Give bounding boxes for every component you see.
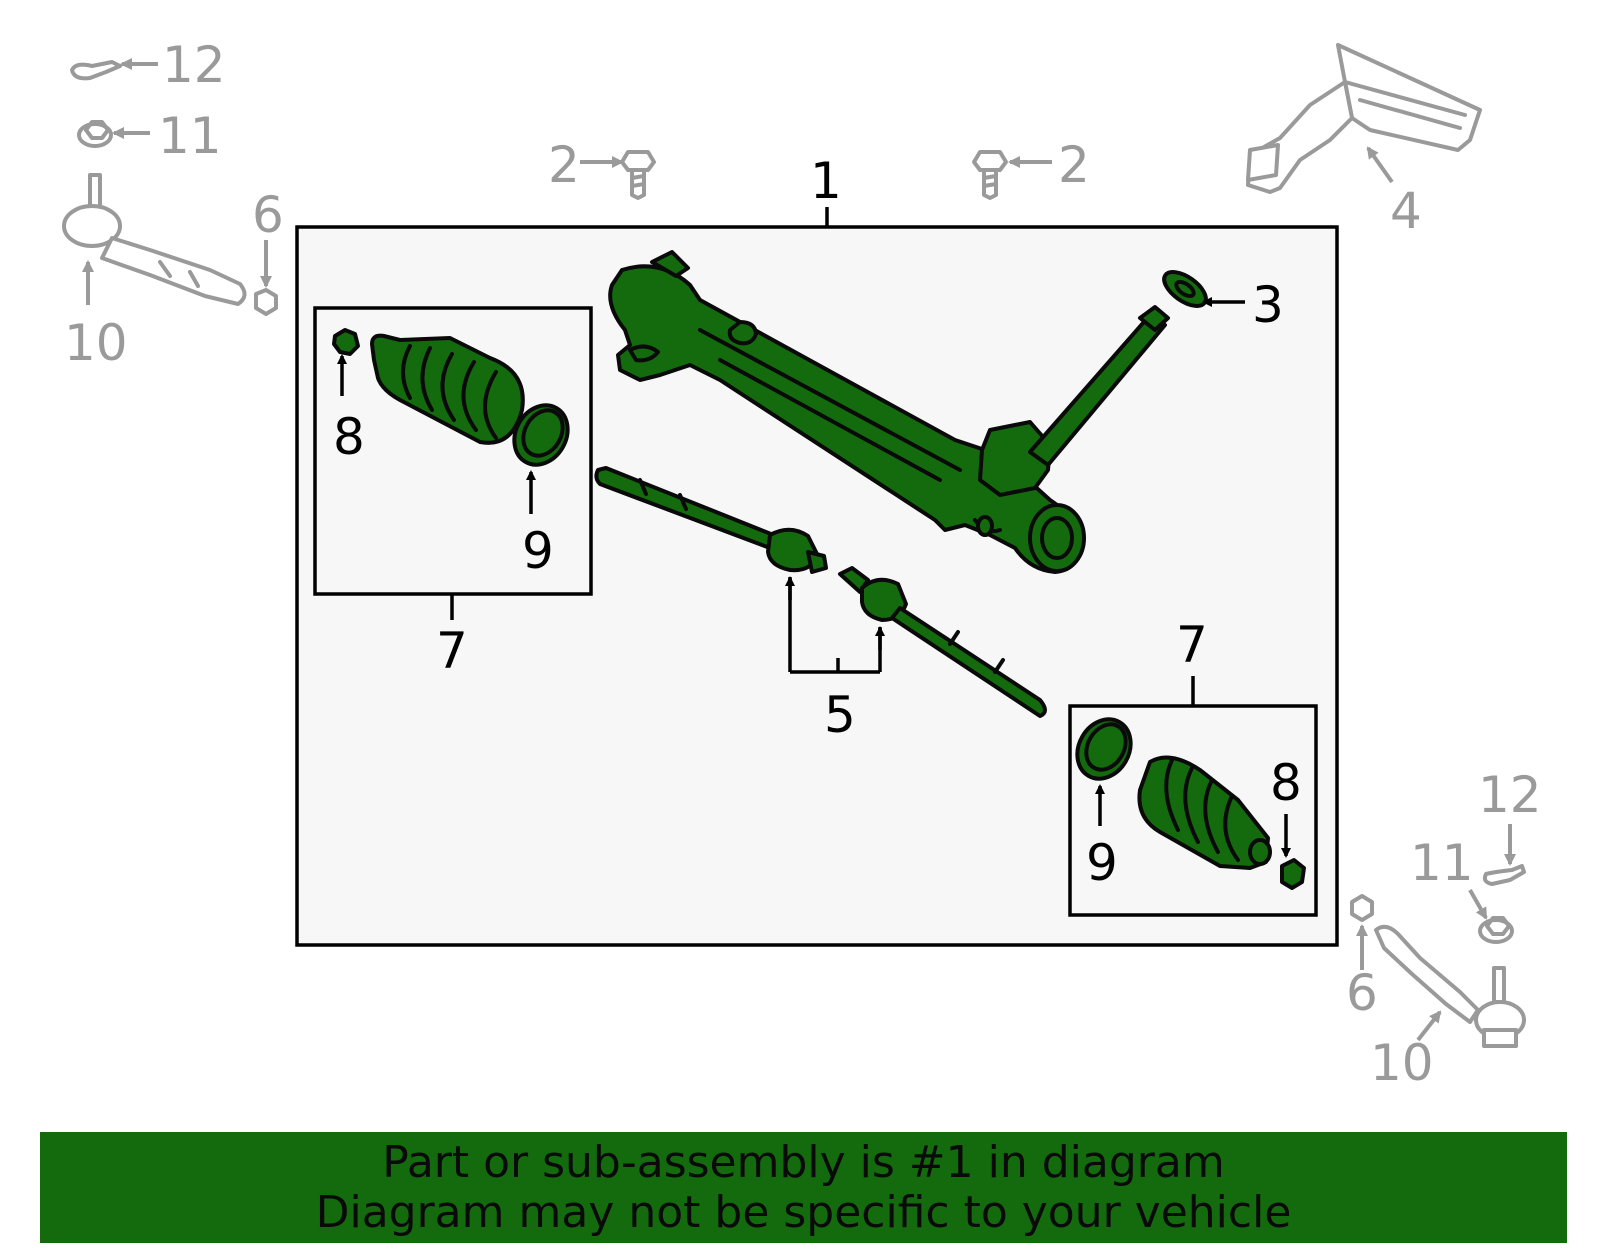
tie-rod-end-nut-right[interactable] [1280, 858, 1306, 890]
parts-diagram: 12 11 10 6 2 1 2 4 3 8 9 7 5 7 8 9 12 11… [62, 36, 1542, 1092]
hex-nut-right[interactable] [1478, 916, 1514, 944]
callout-2-right: 2 [1058, 136, 1090, 194]
retaining-clip-right[interactable] [1482, 864, 1526, 886]
hex-nut-left[interactable] [77, 120, 113, 148]
rack-boot-right[interactable] [1137, 755, 1272, 870]
callout-8-left: 8 [333, 408, 365, 466]
callout-12-left: 12 [162, 36, 226, 94]
boot-clamp-right[interactable] [1067, 710, 1141, 789]
callout-6-right: 6 [1346, 964, 1378, 1022]
rack-boot-left[interactable] [370, 333, 525, 445]
callout-3: 3 [1252, 276, 1284, 334]
jam-nut-left[interactable] [254, 288, 278, 316]
callout-7-right: 7 [1176, 616, 1208, 674]
callout-11-right: 11 [1410, 834, 1474, 892]
callout-6-left: 6 [252, 186, 284, 244]
callout-11-left: 11 [158, 107, 222, 165]
disclaimer-line-2: Diagram may not be specific to your vehi… [315, 1187, 1292, 1238]
inner-tie-rod-right[interactable] [838, 566, 1047, 718]
outer-tie-rod-end-right[interactable] [1374, 924, 1526, 1048]
mounting-bolt-left[interactable] [620, 150, 656, 200]
callout-2-left: 2 [548, 136, 580, 194]
callout-4: 4 [1390, 182, 1422, 240]
callout-8-right: 8 [1270, 754, 1302, 812]
callout-7-left: 7 [436, 622, 468, 680]
retaining-clip-left[interactable] [70, 60, 122, 81]
steering-rack-gear[interactable] [608, 250, 1170, 574]
disclaimer-banner: Part or sub-assembly is #1 in diagram Di… [40, 1132, 1567, 1243]
callout-9-left: 9 [522, 522, 554, 580]
boot-clamp-left[interactable] [504, 396, 578, 475]
callout-5: 5 [824, 686, 856, 744]
outer-tie-rod-end-left[interactable] [62, 173, 247, 306]
callout-12-right: 12 [1478, 766, 1542, 824]
callout-9-right: 9 [1086, 834, 1118, 892]
callout-10-right: 10 [1370, 1034, 1434, 1092]
tie-rod-end-nut-left[interactable] [332, 328, 360, 356]
inner-tie-rod-left[interactable] [594, 466, 828, 574]
steering-bracket[interactable] [1246, 43, 1482, 194]
callout-10-left: 10 [64, 314, 128, 372]
jam-nut-right[interactable] [1350, 894, 1374, 922]
callout-1: 1 [810, 152, 842, 210]
mounting-bolt-right[interactable] [972, 150, 1008, 200]
disclaimer-line-1: Part or sub-assembly is #1 in diagram [382, 1137, 1225, 1188]
